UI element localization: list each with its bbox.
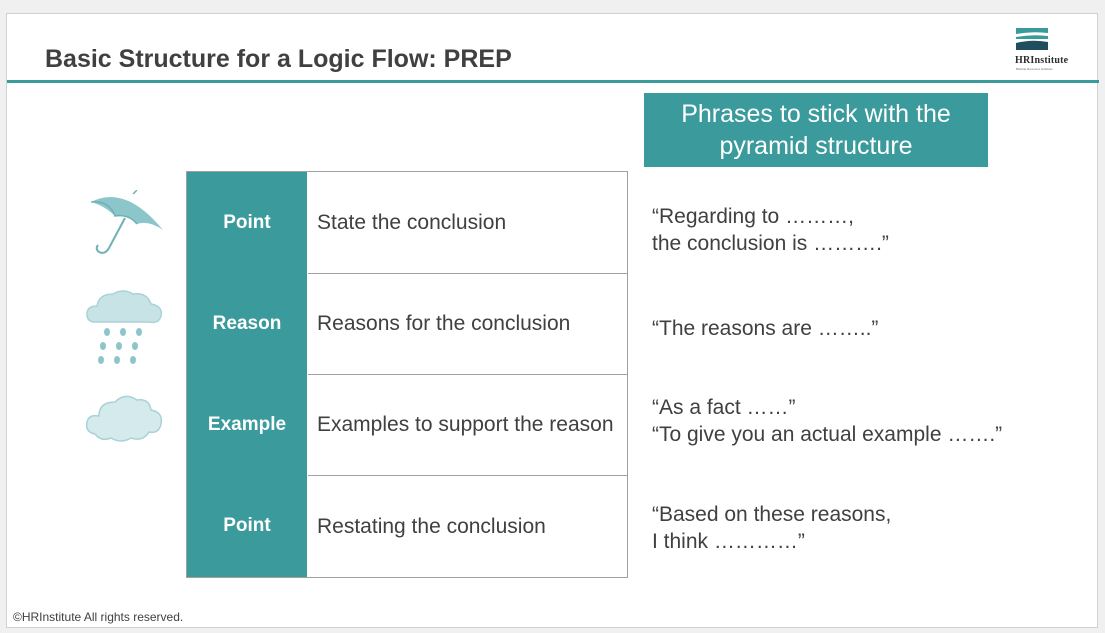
phrases-header: Phrases to stick with the pyramid struct… [644,93,988,167]
prep-label: Point [187,172,308,273]
title-divider [7,80,1099,83]
rain-cloud-icon [86,290,163,364]
prep-table: Point State the conclusion Reason Reason… [186,171,628,578]
prep-row-point-restate: Point Restating the conclusion [187,475,627,577]
prep-row-example: Example Examples to support the reason [187,374,627,476]
prep-description: Reasons for the conclusion [317,312,571,335]
prep-description: State the conclusion [317,211,507,234]
prep-row-point: Point State the conclusion [187,172,627,274]
logo-subtext: Human Resource Institute [1016,67,1053,71]
umbrella-icon [90,190,163,254]
prep-description: Examples to support the reason [317,413,614,436]
prep-label: Example [187,374,308,475]
prep-label: Reason [187,273,308,374]
prep-row-reason: Reason Reasons for the conclusion [187,273,627,375]
slide-title: Basic Structure for a Logic Flow: PREP [45,45,512,73]
hrinstitute-logo-icon [1016,28,1048,50]
cloud-icon [85,395,163,442]
prep-description: Restating the conclusion [317,514,546,538]
copyright-footer: ©HRInstitute All rights reserved. [13,610,184,624]
phrase-point: “Regarding to ………, the conclusion is ………… [652,205,889,255]
phrase-point-restate: “Based on these reasons, I think …………” [652,503,892,553]
prep-label: Point [187,475,308,577]
phrase-reason: “The reasons are ……..” [652,317,879,340]
phrase-example: “As a fact ……” “To give you an actual ex… [652,396,1003,446]
logo-text: HRInstitute [1015,55,1069,66]
slide: Basic Structure for a Logic Flow: PREP H… [6,13,1099,628]
